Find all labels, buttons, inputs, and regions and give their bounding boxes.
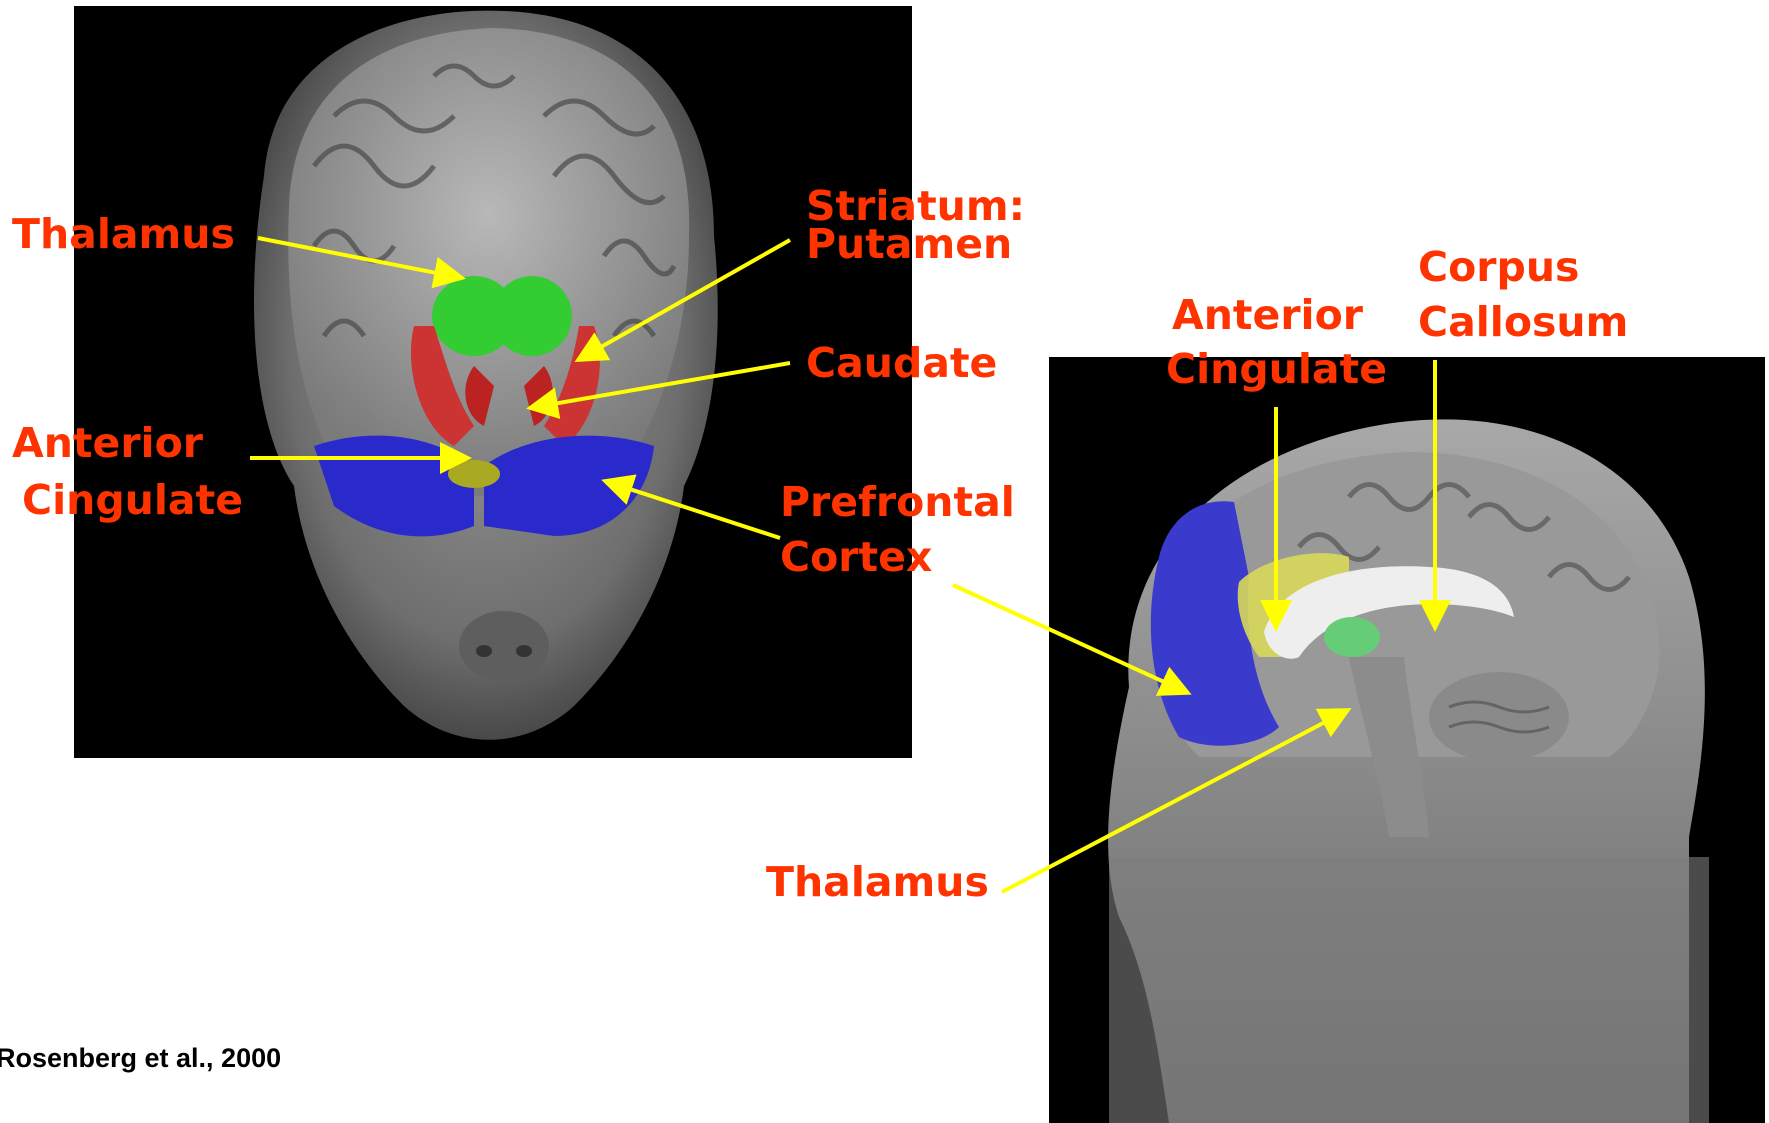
label-putamen: Putamen	[806, 217, 1012, 271]
citation: Rosenberg et al., 2000	[0, 1043, 281, 1074]
brain-slice	[288, 28, 689, 496]
axial-brain-illustration	[74, 6, 912, 758]
sagittal-thalamus-region	[1324, 617, 1380, 657]
axial-mri-image	[74, 6, 912, 758]
label-prefrontal: Prefrontal	[780, 475, 1015, 529]
label-cortex: Cortex	[780, 530, 932, 584]
sagittal-mri-image	[1049, 357, 1765, 1123]
label-anterior-axial: Anterior	[12, 416, 203, 470]
label-cingulate-sagittal: Cingulate	[1166, 342, 1387, 396]
label-thalamus-axial: Thalamus	[12, 207, 235, 261]
sagittal-brain-illustration	[1049, 357, 1765, 1123]
label-cingulate-axial: Cingulate	[22, 473, 243, 527]
label-caudate: Caudate	[806, 336, 997, 390]
anterior-cingulate-region	[448, 460, 500, 488]
label-anterior-sagittal: Anterior	[1172, 288, 1363, 342]
label-corpus: Corpus	[1418, 240, 1579, 294]
label-thalamus-sagittal: Thalamus	[766, 855, 989, 909]
label-callosum: Callosum	[1418, 295, 1628, 349]
